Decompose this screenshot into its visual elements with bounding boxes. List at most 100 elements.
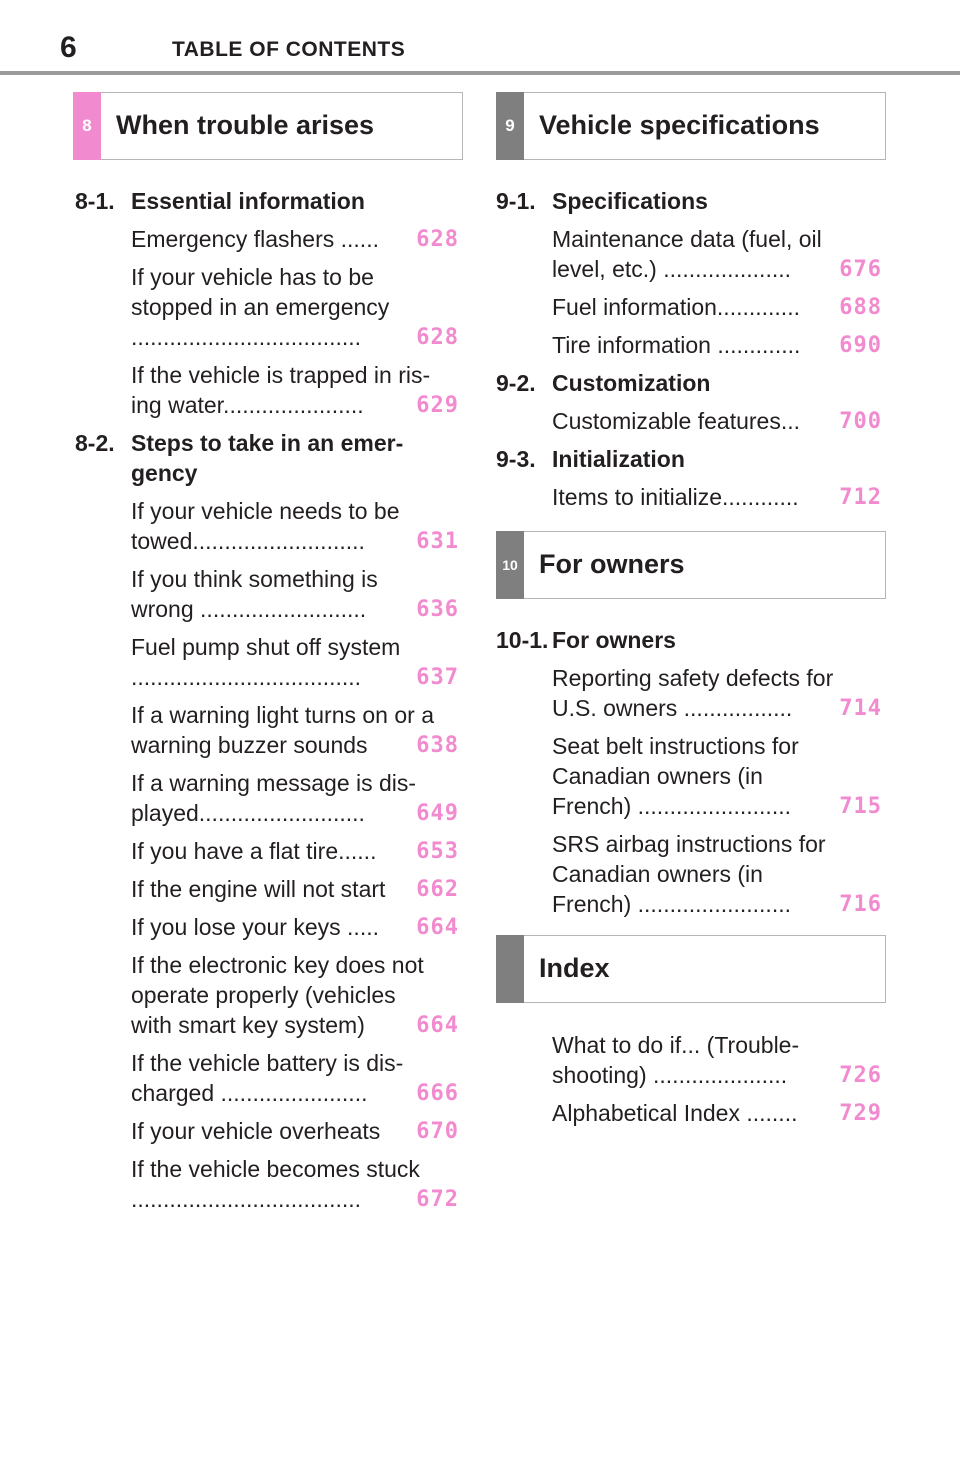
chapter-8-heading: 8 When trouble arises: [73, 92, 463, 160]
toc-page-link[interactable]: 636: [414, 595, 459, 625]
toc-page-link[interactable]: 628: [414, 225, 459, 255]
toc-page-link[interactable]: 690: [837, 331, 882, 361]
toc-page-link[interactable]: 729: [837, 1099, 882, 1129]
toc-entry-text: warning buzzer sounds: [131, 732, 368, 758]
toc-entry-text: shooting) .....................: [552, 1062, 788, 1088]
toc-entry[interactable]: If the electronic key does not operate pr…: [131, 950, 459, 1041]
toc-entry[interactable]: If a warning light turns on or a warning …: [131, 700, 459, 761]
toc-entry[interactable]: What to do if... (Trouble-shooting) ....…: [552, 1030, 882, 1091]
toc-entry-text: If the vehicle becomes stuck: [131, 1156, 420, 1182]
toc-entry-text: ....................................: [131, 664, 362, 690]
toc-entry-text: SRS airbag instructions for: [552, 831, 826, 857]
toc-entry[interactable]: If you lose your keys .....664: [131, 912, 459, 943]
toc-entry-text: If the electronic key does not: [131, 952, 424, 978]
toc-page-link[interactable]: 631: [414, 527, 459, 557]
toc-entry[interactable]: If a warning message is dis-played......…: [131, 768, 459, 829]
toc-entry[interactable]: If you have a flat tire...... 653: [131, 836, 459, 867]
toc-page-link[interactable]: 637: [414, 663, 459, 693]
chapter-8-tab: 8: [73, 92, 101, 160]
toc-entry-text: Customizable features...: [552, 408, 801, 434]
toc-entry-text: played..........................: [131, 800, 365, 826]
toc-entry-text: operate properly (vehicles: [131, 982, 396, 1008]
toc-entry[interactable]: If the vehicle battery is dis-charged ..…: [131, 1048, 459, 1109]
toc-page-link[interactable]: 726: [837, 1061, 882, 1091]
toc-entry-text: charged .......................: [131, 1080, 368, 1106]
section-title: Initialization: [552, 446, 685, 472]
section-heading: 8-2. Steps to take in an emer-gency: [75, 428, 459, 488]
toc-entry-text: French) ........................: [552, 793, 791, 819]
toc-page-link[interactable]: 629: [414, 391, 459, 421]
toc-entry-text: ing water......................: [131, 392, 364, 418]
toc-entry-text: Emergency flashers ......: [131, 226, 379, 252]
chapter-10-title: For owners: [539, 549, 685, 579]
toc-entry-text: Canadian owners (in: [552, 763, 763, 789]
toc-entry[interactable]: Tire information ............. 690: [552, 330, 882, 361]
section-number: 9-1.: [496, 188, 536, 214]
toc-page-link[interactable]: 664: [414, 913, 459, 943]
toc-entry[interactable]: Alphabetical Index ........729: [552, 1098, 882, 1129]
index-title: Index: [539, 953, 610, 983]
toc-entry[interactable]: Fuel information............. 688: [552, 292, 882, 323]
toc-page-link[interactable]: 628: [414, 323, 459, 353]
toc-entry[interactable]: If your vehicle overheats 670: [131, 1116, 459, 1147]
toc-entry-text: Fuel information.............: [552, 294, 800, 320]
toc-page-link[interactable]: 714: [837, 694, 882, 724]
toc-entry-text: level, etc.) ....................: [552, 256, 792, 282]
section-title: Customization: [552, 370, 711, 396]
toc-page-link[interactable]: 649: [414, 799, 459, 829]
toc-page-link[interactable]: 666: [414, 1079, 459, 1109]
toc-entry[interactable]: Customizable features... 700: [552, 406, 882, 437]
toc-entry-text: Items to initialize............: [552, 484, 799, 510]
toc-entry-text: stopped in an emergency: [131, 294, 390, 320]
toc-entry-text: If your vehicle has to be: [131, 264, 374, 290]
toc-page-link[interactable]: 676: [837, 255, 882, 285]
toc-page-link[interactable]: 664: [414, 1011, 459, 1041]
toc-entry-text: If you think something is: [131, 566, 378, 592]
index-tab: [496, 935, 524, 1003]
toc-page-link[interactable]: 670: [414, 1117, 459, 1147]
toc-entry-text: If the vehicle battery is dis-: [131, 1050, 404, 1076]
toc-page-link[interactable]: 662: [414, 875, 459, 905]
toc-page-link[interactable]: 700: [837, 407, 882, 437]
toc-page-link[interactable]: 688: [837, 293, 882, 323]
toc-entry[interactable]: If the vehicle is trapped in ris-ing wat…: [131, 360, 459, 421]
toc-entry[interactable]: Items to initialize............ 712: [552, 482, 882, 513]
toc-entry[interactable]: Fuel pump shut off system...............…: [131, 632, 459, 693]
section-number: 9-2.: [496, 370, 536, 396]
toc-page-link[interactable]: 672: [414, 1185, 459, 1215]
toc-entry-text: Tire information .............: [552, 332, 801, 358]
toc-entry[interactable]: Emergency flashers ...... 628: [131, 224, 459, 255]
toc-page-link[interactable]: 716: [837, 890, 882, 920]
section-heading: 9-2. Customization: [496, 368, 882, 398]
section-heading: 9-1. Specifications: [496, 186, 882, 216]
section-number: 8-2.: [75, 430, 115, 456]
toc-entry-text: If a warning light turns on or a: [131, 702, 434, 728]
toc-page-link[interactable]: 653: [414, 837, 459, 867]
toc-entry[interactable]: If the vehicle becomes stuck............…: [131, 1154, 459, 1215]
section-number: 9-3.: [496, 446, 536, 472]
toc-entry-text: If your vehicle overheats: [131, 1118, 381, 1144]
toc-page-link[interactable]: 638: [414, 731, 459, 761]
toc-page-link[interactable]: 715: [837, 792, 882, 822]
toc-entry-text: If you have a flat tire......: [131, 838, 377, 864]
toc-entry-text: ....................................: [131, 324, 362, 350]
section-title: Specifications: [552, 188, 708, 214]
chapter-9-tab: 9: [496, 92, 524, 160]
toc-entry-text: French) ........................: [552, 891, 791, 917]
index-contents: What to do if... (Trouble-shooting) ....…: [496, 1022, 882, 1129]
toc-entry[interactable]: If your vehicle has to be stopped in an e…: [131, 262, 459, 353]
toc-page-link[interactable]: 712: [837, 483, 882, 513]
toc-entry-text: with smart key system): [131, 1012, 365, 1038]
toc-entry-text: Canadian owners (in: [552, 861, 763, 887]
section-title-line: Steps to take in an emer-: [131, 430, 404, 456]
section-title-line: gency: [131, 460, 198, 486]
